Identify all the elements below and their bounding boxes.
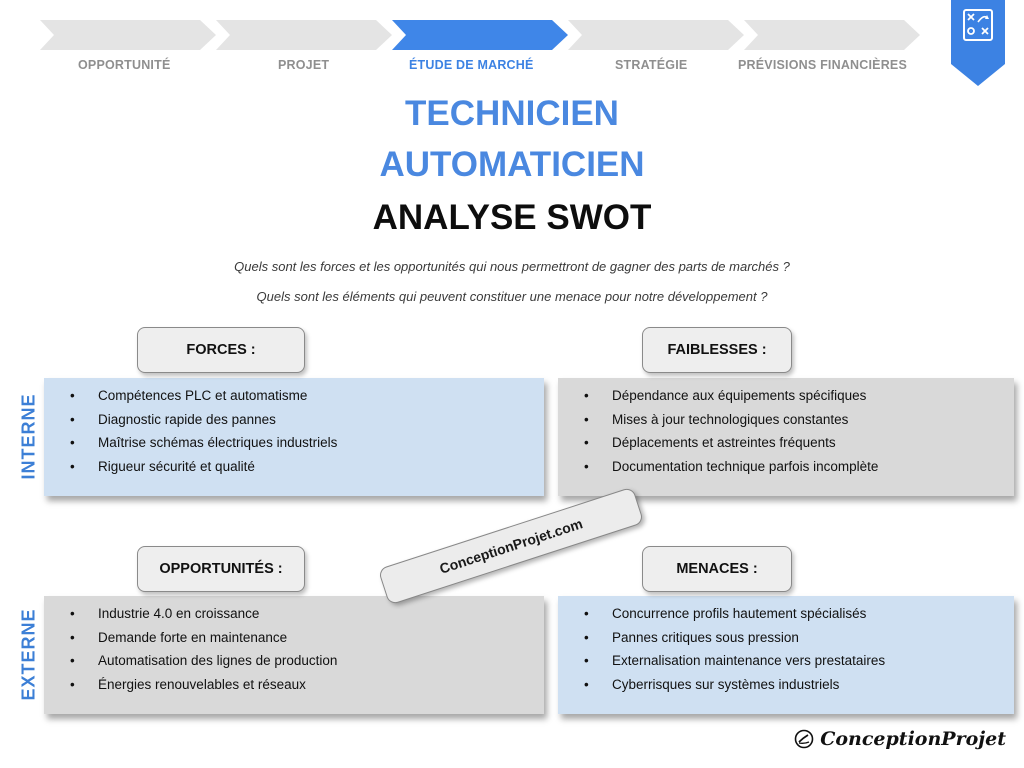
side-label-interne-text: INTERNE: [18, 392, 39, 480]
side-label-externe-text: EXTERNE: [18, 607, 39, 701]
side-label-externe: EXTERNE: [14, 598, 44, 710]
step-label-projet: PROJET: [278, 58, 330, 72]
opportunites-box: Industrie 4.0 en croissance Demande fort…: [44, 596, 544, 714]
opportunites-header: OPPORTUNITÉS :: [137, 546, 305, 592]
step-opportunite[interactable]: [40, 20, 216, 50]
page-title: ANALYSE SWOT: [372, 198, 652, 237]
list-item: Documentation technique parfois incomplè…: [584, 455, 1014, 479]
side-label-interne: INTERNE: [14, 380, 44, 492]
brand-logo[interactable]: ConceptionProjet: [794, 728, 1006, 750]
list-item: Industrie 4.0 en croissance: [70, 602, 544, 626]
faiblesses-header: FAIBLESSES :: [642, 327, 792, 373]
step-label-etude-de-marche: ÉTUDE DE MARCHÉ: [409, 58, 534, 72]
strategy-board-icon: [951, 0, 1005, 86]
step-projet[interactable]: [216, 20, 392, 50]
step-arrow-shape-active: [392, 20, 568, 50]
step-label-strategie: STRATÉGIE: [615, 58, 688, 72]
list-item: Diagnostic rapide des pannes: [70, 408, 544, 432]
question-1: Quels sont les forces et les opportunité…: [234, 259, 790, 274]
list-item: Déplacements et astreintes fréquents: [584, 431, 1014, 455]
question-2: Quels sont les éléments qui peuvent cons…: [256, 289, 768, 304]
step-label-opportunite: OPPORTUNITÉ: [78, 58, 171, 72]
watermark-badge: ConceptionProjet.com: [377, 486, 645, 606]
list-item: Compétences PLC et automatisme: [70, 384, 544, 408]
list-item: Énergies renouvelables et réseaux: [70, 673, 544, 697]
menaces-box: Concurrence profils hautement spécialisé…: [558, 596, 1014, 714]
list-item: Cyberrisques sur systèmes industriels: [584, 673, 1014, 697]
list-item: Dépendance aux équipements spécifiques: [584, 384, 1014, 408]
process-steps: OPPORTUNITÉ PROJET ÉTUDE DE MARCHÉ STRAT…: [40, 20, 920, 76]
step-previsions-financieres[interactable]: [744, 20, 920, 50]
forces-header: FORCES :: [137, 327, 305, 373]
list-item: Demande forte en maintenance: [70, 626, 544, 650]
step-arrow-shape: [40, 20, 216, 50]
brand-name: ConceptionProjet: [820, 728, 1006, 750]
step-arrow-shape: [216, 20, 392, 50]
step-etude-de-marche[interactable]: [392, 20, 568, 50]
list-item: Rigueur sécurité et qualité: [70, 455, 544, 479]
faiblesses-box: Dépendance aux équipements spécifiques M…: [558, 378, 1014, 496]
forces-list: Compétences PLC et automatisme Diagnosti…: [44, 378, 544, 478]
list-item: Maîtrise schémas électriques industriels: [70, 431, 544, 455]
step-label-previsions-financieres: PRÉVISIONS FINANCIÈRES: [738, 58, 908, 72]
title-line-1: TECHNICIEN: [405, 94, 619, 133]
corner-badge[interactable]: [951, 0, 1005, 86]
menaces-list: Concurrence profils hautement spécialisé…: [558, 596, 1014, 696]
menaces-header: MENACES :: [642, 546, 792, 592]
list-item: Concurrence profils hautement spécialisé…: [584, 602, 1014, 626]
step-arrow-shape: [744, 20, 920, 50]
pen-logo-icon: [794, 729, 814, 749]
step-arrow-shape: [568, 20, 744, 50]
faiblesses-list: Dépendance aux équipements spécifiques M…: [558, 378, 1014, 478]
list-item: Pannes critiques sous pression: [584, 626, 1014, 650]
title-line-2: AUTOMATICIEN: [379, 145, 645, 184]
list-item: Automatisation des lignes de production: [70, 649, 544, 673]
forces-box: Compétences PLC et automatisme Diagnosti…: [44, 378, 544, 496]
opportunites-list: Industrie 4.0 en croissance Demande fort…: [44, 596, 544, 696]
step-strategie[interactable]: [568, 20, 744, 50]
list-item: Mises à jour technologiques constantes: [584, 408, 1014, 432]
list-item: Externalisation maintenance vers prestat…: [584, 649, 1014, 673]
